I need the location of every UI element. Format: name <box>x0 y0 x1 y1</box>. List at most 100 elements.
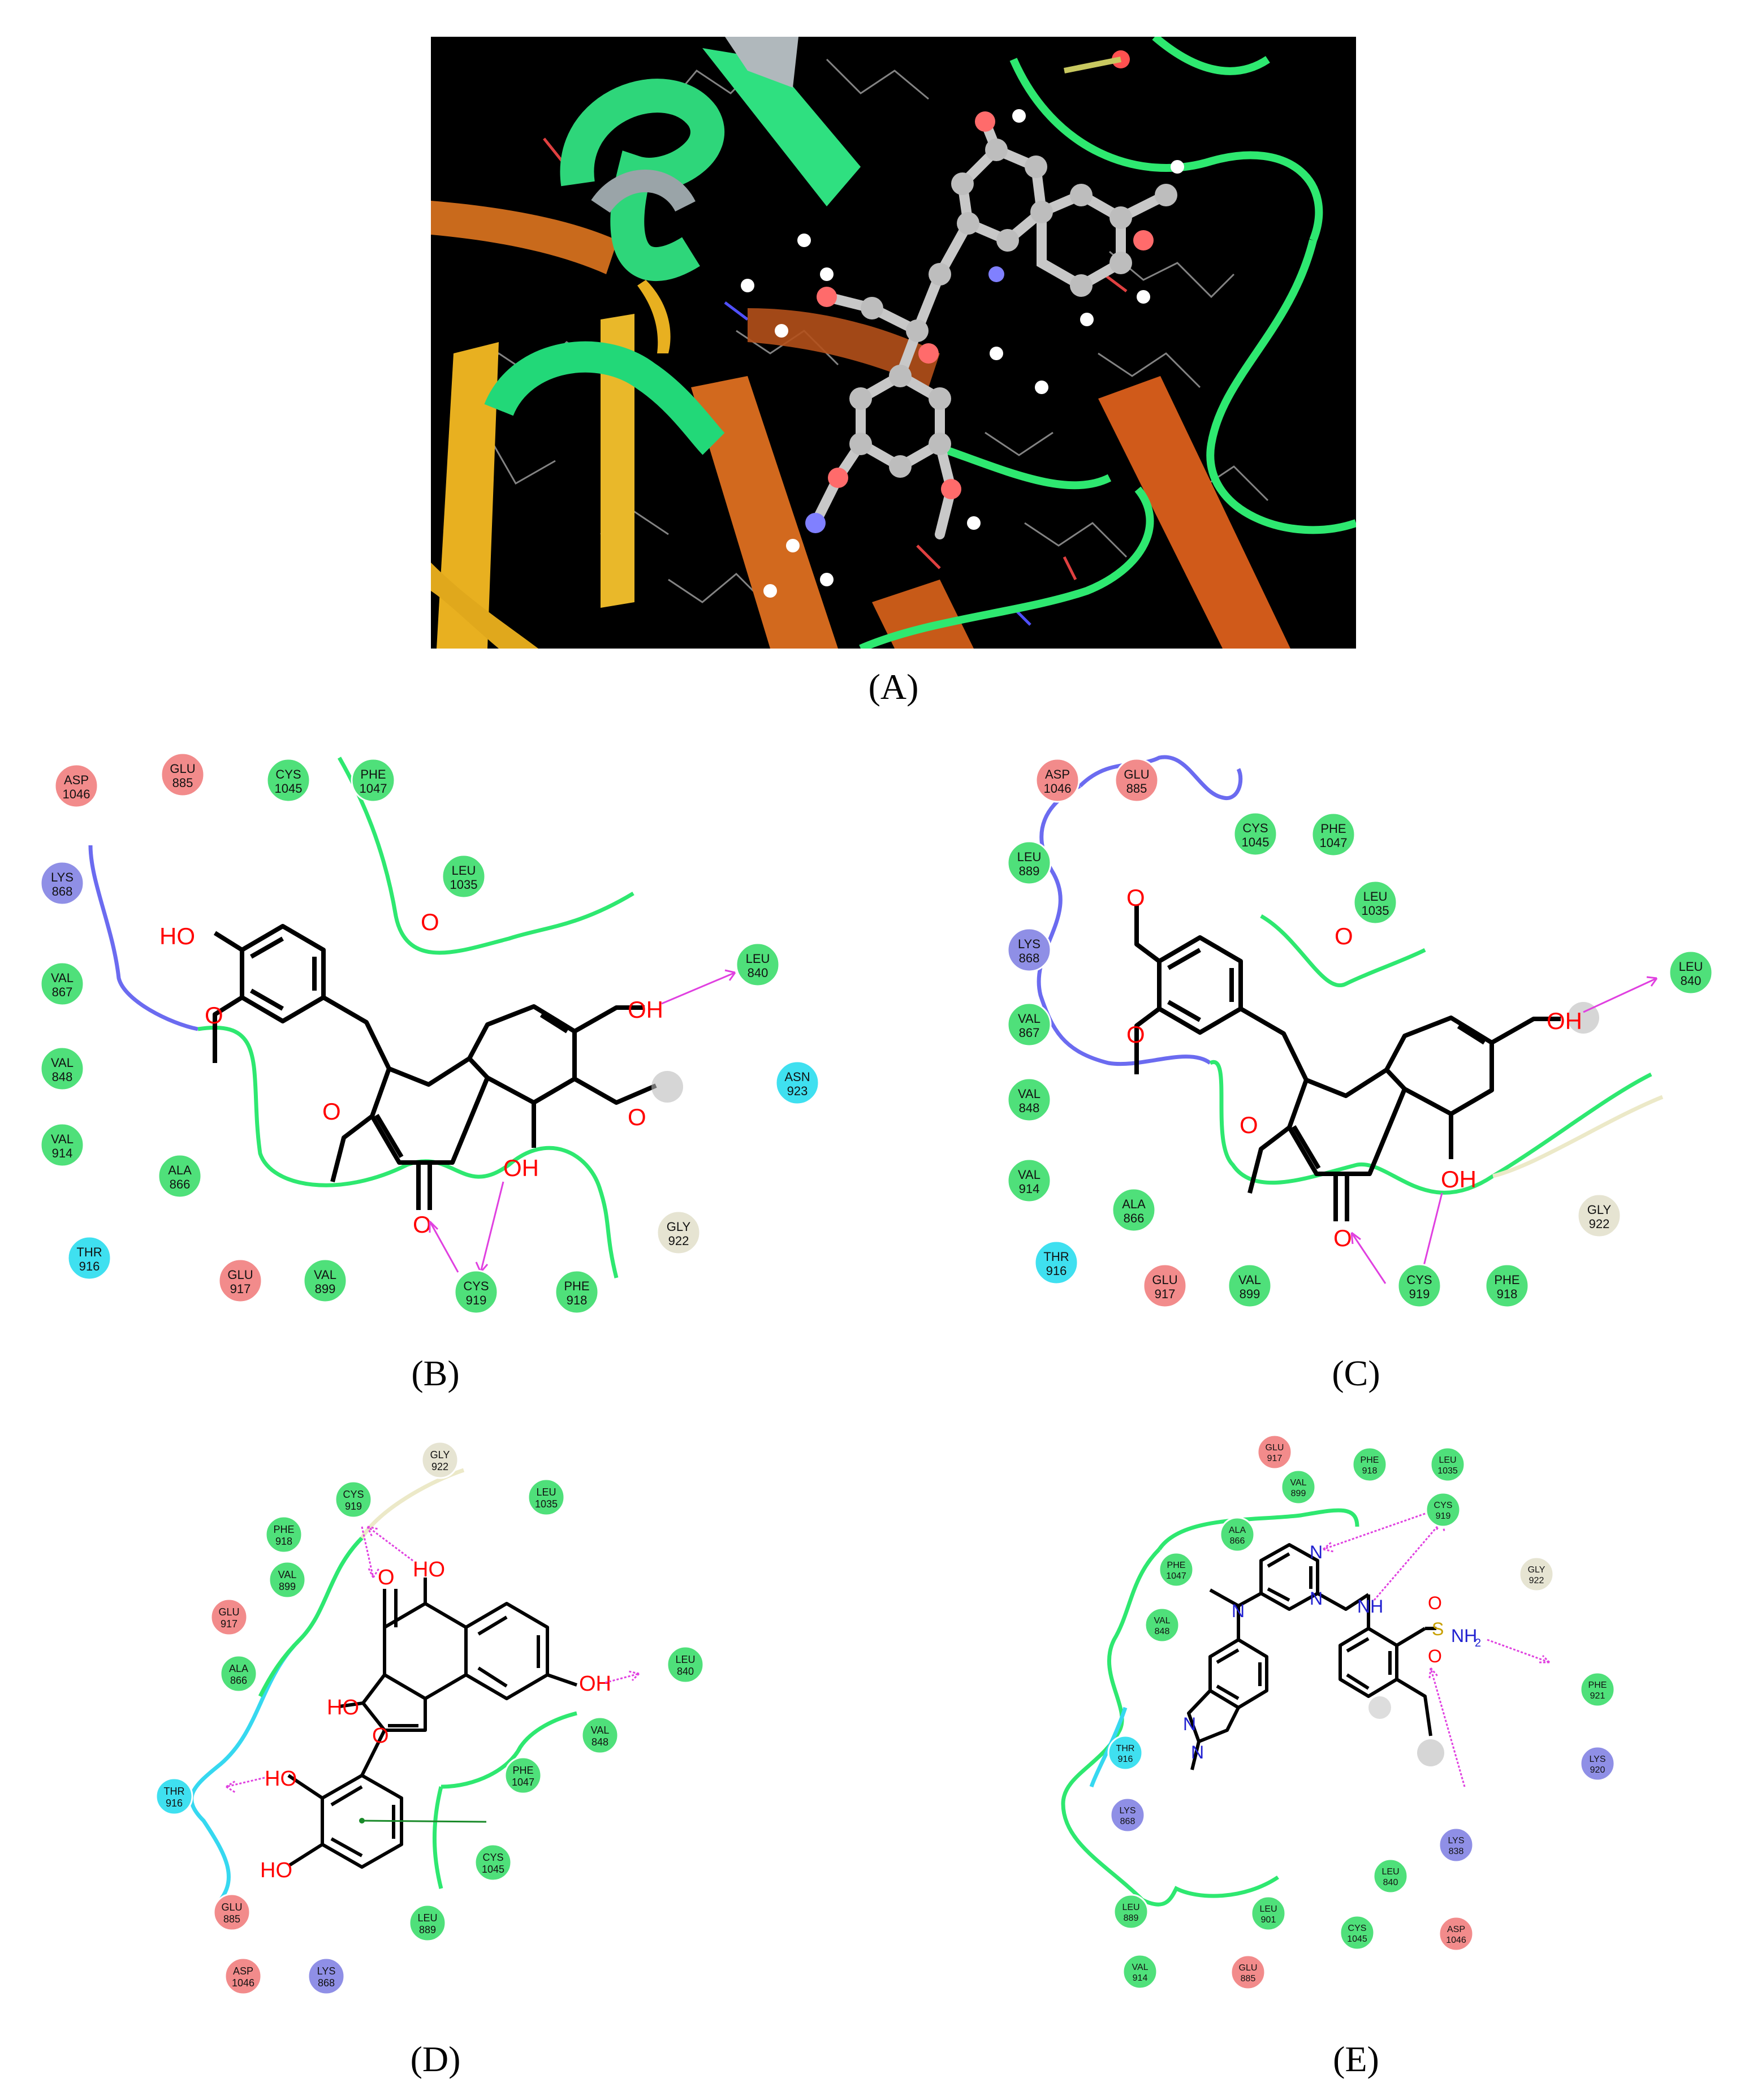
hbond-arrows <box>429 969 736 1273</box>
residue-bubble <box>527 1478 565 1516</box>
residue-number: 923 <box>787 1084 808 1098</box>
residue-bubble <box>1518 1556 1555 1592</box>
residue-name: LEU <box>1439 1455 1456 1465</box>
residue-bubble <box>1007 1002 1052 1047</box>
residue-bubble <box>1114 758 1159 803</box>
atom-label: O <box>628 1104 646 1130</box>
residue-number: 1035 <box>450 878 478 892</box>
residue-bubble <box>1142 1263 1188 1308</box>
atom-label: OH <box>1547 1008 1582 1034</box>
residue-name: CYS <box>343 1489 364 1500</box>
atom-label: O <box>413 1211 431 1238</box>
residue-bubble <box>1257 1434 1293 1470</box>
residue-name: CYS <box>463 1279 489 1293</box>
residue-bubble <box>67 1235 112 1281</box>
residue-number: 1035 <box>1437 1466 1458 1476</box>
residue-bubble <box>1484 1263 1530 1308</box>
residue-number: 866 <box>230 1675 247 1686</box>
residue-number: 848 <box>591 1736 608 1748</box>
residue-bubble <box>1122 1954 1158 1990</box>
residue-number: 1035 <box>1362 904 1389 918</box>
residue-bubble <box>1577 1193 1622 1238</box>
residue-number: 1045 <box>1347 1934 1367 1944</box>
residue-name: ALA <box>229 1663 248 1674</box>
residue-name: ALA <box>168 1163 192 1177</box>
residue-bubble <box>1233 811 1278 857</box>
residue-number: 840 <box>677 1666 694 1677</box>
residue-number: 917 <box>1267 1454 1283 1463</box>
residue-name: LEU <box>536 1487 556 1498</box>
residue-bubble <box>334 1480 373 1519</box>
caption-b: (B) <box>411 1353 460 1393</box>
residue-name: LEU <box>1122 1903 1139 1912</box>
panel-a-3d-render <box>431 37 1356 649</box>
pi-stacking-line <box>361 1820 487 1823</box>
residue-bubble <box>1034 1240 1079 1285</box>
residue-name: GLU <box>218 1606 239 1618</box>
solvent-exposure-halo <box>1368 1696 1391 1719</box>
residue-number: 840 <box>1383 1878 1398 1887</box>
atom-label: OH <box>1441 1166 1476 1192</box>
residue-name: VAL <box>51 971 74 985</box>
residue-bubble <box>1219 1516 1255 1553</box>
atom-label: 2 <box>1475 1637 1481 1649</box>
residue-bubble <box>1352 1446 1388 1483</box>
residue-name: VAL <box>51 1132 74 1146</box>
residue-number: 922 <box>668 1234 689 1248</box>
sulfur-bond <box>1064 57 1121 74</box>
atom-label: O <box>1333 1225 1352 1251</box>
residue-bubble <box>1113 1894 1149 1930</box>
atom-label: O <box>372 1724 389 1748</box>
residue-number: 889 <box>1124 1913 1139 1923</box>
residue-name: CYS <box>482 1852 503 1863</box>
residue-bubble <box>1035 758 1080 803</box>
residue-name: ALA <box>1229 1526 1246 1535</box>
residue-name: GLU <box>1239 1963 1258 1973</box>
residue-number: 1047 <box>512 1777 534 1788</box>
residue-number: 919 <box>466 1293 487 1307</box>
binding-pocket-outline <box>1061 1508 1359 1907</box>
residue-bubble <box>1668 950 1713 995</box>
residue-name: LEU <box>1363 889 1388 904</box>
residue-name: VAL <box>1238 1273 1261 1287</box>
residue-bubbles: ASP1046GLU885CYS1045PHE1047LYS868LEU1035… <box>40 752 820 1315</box>
ligand-structure <box>213 924 657 1210</box>
residue-bubble <box>157 1153 202 1199</box>
atom-label: N <box>1183 1714 1196 1734</box>
residue-bubble <box>1372 1858 1409 1894</box>
ring-centroid <box>359 1818 365 1824</box>
residue-bubble <box>1579 1745 1616 1782</box>
heteroatom-labels: OH OH O O O O O <box>1126 884 1582 1251</box>
atom-label: HO <box>413 1558 445 1582</box>
residue-bubble <box>1107 1735 1143 1771</box>
residue-bubble <box>1430 1446 1466 1483</box>
caption-d: (D) <box>410 2039 461 2079</box>
residue-name: VAL <box>1018 1087 1040 1101</box>
residue-number: 914 <box>52 1146 73 1160</box>
residue-name: LYS <box>1589 1755 1605 1764</box>
residue-bubble <box>268 1561 306 1599</box>
